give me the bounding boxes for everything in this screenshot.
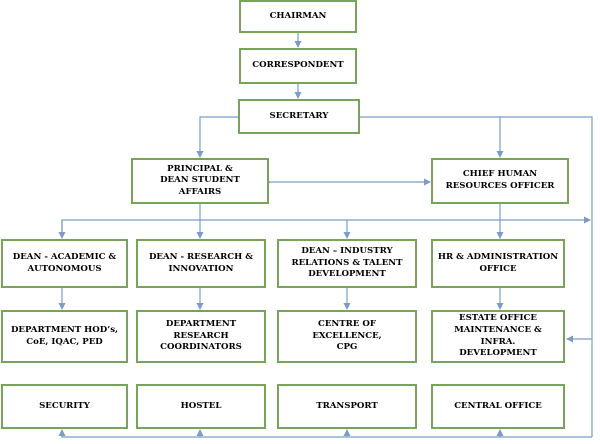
dean-research-box: DEAN - RESEARCH & INNOVATION bbox=[136, 239, 266, 288]
secretary-right-bus bbox=[500, 116, 593, 437]
chro-box: CHIEF HUMAN RESOURCES OFFICER bbox=[431, 158, 569, 204]
transport-box: TRANSPORT bbox=[277, 384, 417, 429]
chairman-box: CHAIRMAN bbox=[239, 0, 357, 33]
correspondent-box: CORRESPONDENT bbox=[239, 48, 357, 84]
dept-hods-box: DEPARTMENT HOD’s, CoE, IQAC, PED bbox=[1, 310, 128, 363]
principal-box: PRINCIPAL & DEAN STUDENT AFFAIRS bbox=[131, 158, 269, 204]
dept-research-box: DEPARTMENT RESEARCH COORDINATORS bbox=[136, 310, 266, 363]
main-horizontal-bus bbox=[61, 216, 591, 238]
dean-industry-box: DEAN – INDUSTRY RELATIONS & TALENT DEVEL… bbox=[277, 239, 417, 288]
secretary-to-principal-arrow bbox=[196, 116, 238, 158]
bottom-return-line bbox=[58, 429, 592, 438]
secretary-box: SECRETARY bbox=[238, 99, 360, 134]
central-office-box: CENTRAL OFFICE bbox=[431, 384, 565, 429]
dean-academic-box: DEAN - ACADEMIC & AUTONOMOUS bbox=[1, 239, 128, 288]
security-box: SECURITY bbox=[1, 384, 128, 429]
centre-excellence-box: CENTRE OF EXCELLENCE, CPG bbox=[277, 310, 417, 363]
hostel-box: HOSTEL bbox=[136, 384, 266, 429]
secretary-to-chro-arrow bbox=[360, 116, 504, 158]
estate-office-box: ESTATE OFFICE MAINTENANCE & INFRA. DEVEL… bbox=[431, 310, 565, 363]
hr-admin-box: HR & ADMINISTRATION OFFICE bbox=[431, 239, 565, 288]
